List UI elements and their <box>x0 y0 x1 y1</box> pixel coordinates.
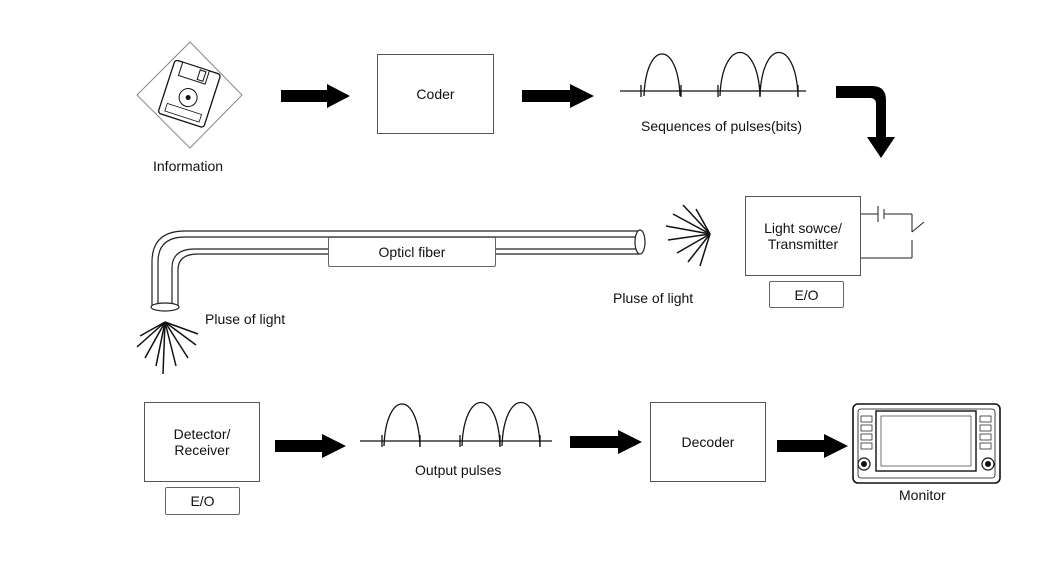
optical-fiber-cable <box>150 229 646 312</box>
detector-box: Detector/ Receiver <box>144 402 260 482</box>
eo-tag-bottom: E/O <box>165 487 240 515</box>
eo-tag-top: E/O <box>769 281 844 308</box>
pulse-light-right-label: Pluse of light <box>613 290 694 306</box>
floppy-disk-icon <box>136 41 243 149</box>
light-rays-left-icon <box>136 321 199 375</box>
transmitter-circuit <box>861 206 925 259</box>
monitor-label: Monitor <box>899 487 946 503</box>
light-rays-right-icon <box>665 204 711 267</box>
eo-label-top: E/O <box>794 286 819 303</box>
arrow-output-to-decoder <box>570 430 642 454</box>
transmitter-box: Light sowce/ Transmitter <box>745 196 861 276</box>
information-label: Information <box>153 158 224 174</box>
output-pulses-label: Output pulses <box>415 462 502 478</box>
arrow-info-to-coder <box>281 84 350 108</box>
pulse-sequence-bottom <box>360 402 552 447</box>
coder-label: Coder <box>416 86 455 102</box>
transmitter-label: Light sowce/ Transmitter <box>764 220 842 252</box>
eo-label-bottom: E/O <box>190 493 215 509</box>
arrow-decoder-to-monitor <box>777 434 848 458</box>
car-monitor-icon <box>852 403 1001 484</box>
decoder-label: Decoder <box>681 434 735 450</box>
arrow-coder-to-pulses <box>522 84 594 108</box>
optical-fiber-label-box: Opticl fiber <box>328 237 496 267</box>
detector-label: Detector/ Receiver <box>173 426 231 458</box>
arrow-receiver-to-output <box>275 434 346 458</box>
sequences-label: Sequences of pulses(bits) <box>641 118 803 134</box>
decoder-box: Decoder <box>650 402 766 482</box>
pulse-light-left-label: Pluse of light <box>205 311 286 327</box>
optical-fiber-label: Opticl fiber <box>378 244 446 260</box>
pulse-sequence-top <box>620 52 806 97</box>
coder-box: Coder <box>377 54 494 134</box>
arrow-pulses-to-transmitter <box>836 86 895 158</box>
